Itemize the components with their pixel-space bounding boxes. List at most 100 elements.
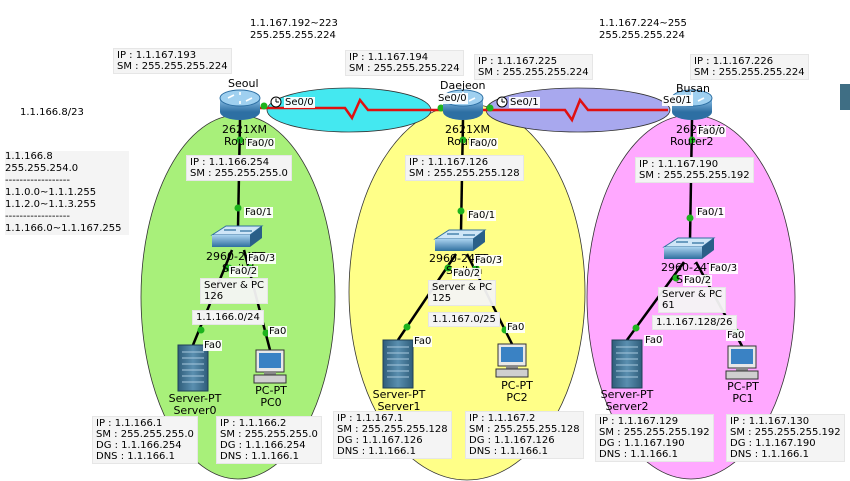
legend-line: 1.1.2.0~1.1.3.255: [5, 199, 97, 210]
daejeon-wan-ip-box-right: IP : 1.1.167.225 SM : 255.255.255.224: [474, 54, 593, 80]
hosts-box: Server & PC 126: [200, 278, 268, 304]
pc-icon[interactable]: [725, 345, 759, 380]
pc-name: PC-PT PC0: [246, 385, 296, 409]
link-light: [486, 104, 494, 112]
router-label-daejeon: Router: [447, 135, 484, 148]
gateway-value: DG : 1.1.167.126: [469, 435, 555, 446]
ip-value: IP : 1.1.167.2: [469, 413, 536, 424]
wan-range-seoul-daejeon: 1.1.167.192~223: [250, 18, 338, 29]
port-label: Fa0/0: [469, 138, 499, 149]
mask-value: SM : 255.255.255.224: [117, 61, 228, 72]
link-light: [437, 104, 445, 112]
pc-name: PC-PT PC2: [492, 380, 542, 404]
mask-value: SM : 255.255.255.128: [337, 424, 448, 435]
device-type: Server-PT: [168, 392, 222, 405]
ip-value: IP : 1.1.166.2: [220, 418, 287, 429]
port-label: Se0/1: [662, 95, 693, 106]
mask-value: SM : 255.255.255.224: [478, 67, 589, 78]
device-type: Server-PT: [372, 388, 426, 401]
server-icon[interactable]: [611, 339, 643, 389]
ip-value: IP : 1.1.167.225: [478, 56, 558, 67]
gateway-value: DG : 1.1.167.126: [337, 435, 423, 446]
hosts-count: 125: [432, 293, 452, 304]
server-name: Server-PT Server2: [594, 389, 660, 413]
port-label: Fa0/2: [452, 268, 482, 279]
ip-value: IP : 1.1.167.193: [117, 50, 197, 61]
mask-value: SM : 255.255.255.0: [190, 168, 288, 179]
mask-value: SM : 255.255.255.224: [349, 63, 460, 74]
legend-line: ------------------: [5, 211, 70, 222]
hosts-box: Server & PC 125: [428, 280, 496, 306]
mask-value: SM : 255.255.255.128: [469, 424, 580, 435]
mask-value: SM : 255.255.255.0: [220, 429, 318, 440]
port-label: Fa0/3: [474, 255, 504, 266]
device-name: Server0: [173, 404, 217, 417]
server-icon[interactable]: [177, 344, 209, 392]
port-label: Fa0: [644, 335, 664, 346]
mask-value: SM : 255.255.255.192: [599, 427, 710, 438]
legend-line: 255.255.254.0: [5, 163, 79, 174]
serial-cable-daejeon-busan: [466, 97, 668, 123]
server-name: Server-PT Server1: [366, 389, 432, 413]
hosts-title: Server & PC: [204, 280, 264, 291]
switch-icon[interactable]: [433, 229, 487, 251]
link-light: [260, 102, 268, 110]
dns-value: DNS : 1.1.166.1: [469, 446, 548, 457]
device-name: PC0: [260, 396, 282, 409]
port-label: Fa0: [413, 336, 433, 347]
router-icon[interactable]: [219, 89, 261, 120]
port-label: Fa0/1: [244, 207, 274, 218]
busan-lan-ip-box: IP : 1.1.167.190 SM : 255.255.255.192: [635, 157, 754, 183]
port-label: Fa0: [203, 340, 223, 351]
server-ip-box: IP : 1.1.167.1 SM : 255.255.255.128 DG :…: [333, 411, 452, 459]
hosts-count: 61: [662, 300, 675, 311]
legend-line: 1.1.166.8: [5, 151, 53, 162]
gateway-value: DG : 1.1.167.190: [730, 438, 816, 449]
ip-value: IP : 1.1.167.190: [639, 159, 719, 170]
network-summary: 1.1.166.8/23: [20, 107, 84, 118]
dns-value: DNS : 1.1.166.1: [220, 451, 299, 462]
port-label: Se0/0: [437, 93, 468, 104]
server-ip-box: IP : 1.1.166.1 SM : 255.255.255.0 DG : 1…: [92, 416, 198, 464]
switch-icon[interactable]: [210, 225, 264, 247]
switch-icon[interactable]: [662, 237, 716, 259]
port-label: Se0/0: [284, 97, 315, 108]
ip-value: IP : 1.1.166.254: [190, 157, 270, 168]
subnet-label: 1.1.166.0/24: [192, 310, 264, 325]
router-label-busan: Router2: [670, 135, 714, 148]
port-label: Fa0: [726, 330, 746, 341]
pc-name: PC-PT PC1: [718, 381, 768, 405]
port-label: Fa0/3: [709, 263, 739, 274]
switch-model: 2960-24TT: [206, 250, 266, 263]
link-light: [459, 136, 467, 144]
subnet-label: 1.1.167.128/26: [652, 315, 737, 330]
mask-value: SM : 255.255.255.0: [96, 429, 194, 440]
port-label: Fa0/0: [697, 126, 727, 137]
router-model-daejeon: 2621XM: [445, 123, 491, 136]
port-label: Se0/1: [509, 97, 540, 108]
pc-ip-box: IP : 1.1.166.2 SM : 255.255.255.0 DG : 1…: [216, 416, 322, 464]
mask-value: SM : 255.255.255.192: [730, 427, 841, 438]
gateway-value: DG : 1.1.166.254: [220, 440, 306, 451]
link-light: [672, 274, 680, 282]
router-model-seoul: 2621XM: [222, 123, 268, 136]
link-light: [234, 204, 242, 212]
serial-cable-seoul-daejeon: [240, 97, 462, 121]
port-label: Fa0/0: [246, 138, 276, 149]
seoul-wan-ip-box: IP : 1.1.167.193 SM : 255.255.255.224: [113, 48, 232, 74]
pc-icon[interactable]: [495, 343, 529, 378]
pc-icon[interactable]: [253, 349, 287, 384]
device-name: PC2: [506, 391, 528, 404]
wan-mask-daejeon-busan: 255.255.255.224: [599, 30, 685, 41]
partial-device-edge: [840, 84, 850, 110]
port-label: Fa0/2: [229, 266, 259, 277]
seoul-lan-ip-box: IP : 1.1.166.254 SM : 255.255.255.0: [186, 155, 292, 181]
dns-value: DNS : 1.1.166.1: [599, 449, 678, 460]
mask-value: SM : 255.255.255.128: [409, 168, 520, 179]
link-light: [457, 207, 465, 215]
server-name: Server-PT Server0: [162, 393, 228, 417]
switch-model: 2960-24TT: [661, 261, 721, 274]
dns-value: DNS : 1.1.166.1: [337, 446, 416, 457]
server-icon[interactable]: [382, 339, 414, 389]
link-light: [403, 323, 411, 331]
